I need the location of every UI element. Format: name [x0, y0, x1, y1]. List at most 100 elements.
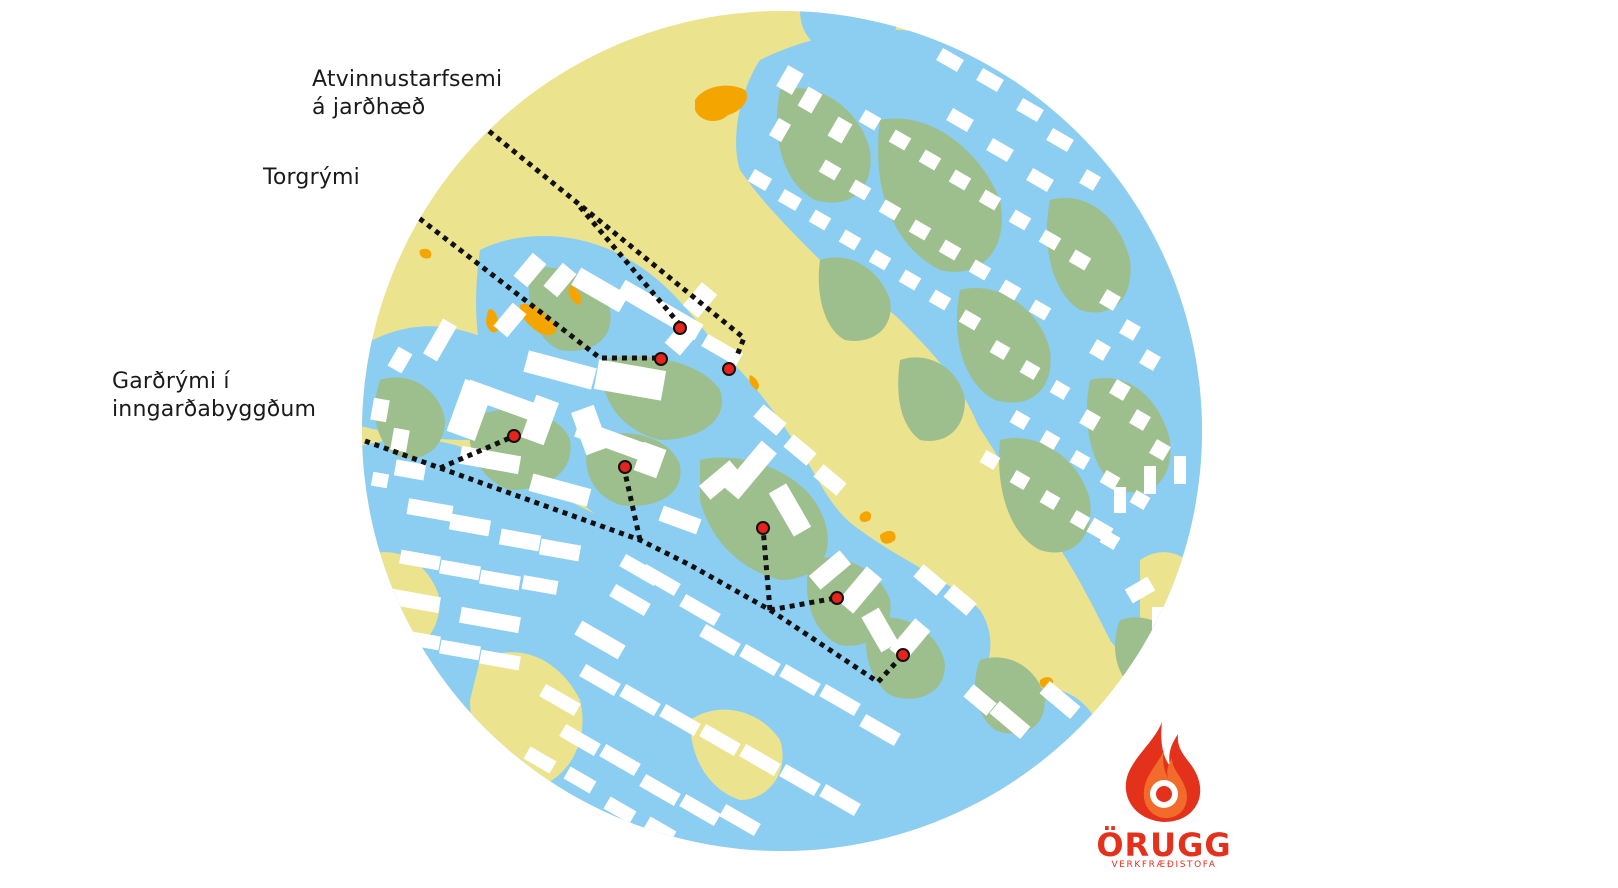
building [393, 459, 427, 481]
building [1089, 339, 1111, 361]
building [1009, 469, 1031, 491]
building [968, 259, 992, 281]
marker-courtyard-4 [830, 591, 844, 605]
building [1039, 489, 1061, 511]
building [808, 550, 852, 590]
building [868, 249, 892, 271]
building [609, 583, 651, 617]
building [538, 538, 582, 562]
leader-courtyard-b4 [769, 595, 837, 613]
building [479, 569, 521, 591]
building [574, 419, 646, 461]
leader-commercial-branch [578, 205, 683, 328]
building [521, 575, 559, 595]
building [513, 252, 547, 288]
building [779, 663, 821, 697]
building [559, 723, 601, 757]
building [1174, 456, 1186, 484]
building [479, 649, 521, 671]
building [776, 65, 804, 95]
building [777, 188, 803, 212]
building [943, 584, 977, 616]
leader-lines [362, 104, 904, 686]
building [719, 803, 761, 837]
building [819, 683, 861, 717]
building [1124, 576, 1156, 604]
leader-courtyard-b2 [621, 467, 643, 541]
building [639, 773, 681, 807]
building [1152, 607, 1168, 633]
building [723, 440, 777, 500]
building [747, 168, 773, 192]
building [387, 346, 413, 374]
building [1049, 379, 1071, 401]
building [1149, 439, 1171, 461]
building [574, 620, 626, 660]
building [808, 209, 832, 231]
label-courtyard-line-2: inngarðabyggðum [112, 397, 317, 422]
building [1069, 509, 1091, 531]
leader-commercial [456, 104, 748, 359]
marker-courtyard-1 [507, 429, 521, 443]
leader-courtyard-b3 [760, 527, 773, 611]
building [539, 683, 581, 717]
building [989, 701, 1031, 739]
buildings [370, 47, 1186, 844]
building [458, 445, 522, 475]
building [1008, 209, 1032, 231]
building [978, 189, 1002, 211]
building [459, 606, 521, 634]
leader-courtyard-b1 [439, 434, 513, 471]
logo-subtitle: VERKFRÆÐISTOFA [1111, 860, 1217, 870]
building [1079, 169, 1101, 191]
building [464, 379, 536, 421]
building [1046, 127, 1074, 153]
marker-commercial-2 [722, 362, 736, 376]
marker-courtyard-3 [756, 521, 770, 535]
building [498, 528, 542, 552]
building [1069, 449, 1091, 471]
building [1119, 319, 1141, 341]
building [878, 199, 902, 221]
building [848, 179, 872, 201]
building [908, 219, 932, 241]
label-courtyard-space: Garðrými í inngarðabyggðum [112, 368, 316, 424]
building [753, 404, 787, 436]
logo-wordmark: ÖRUGG [1096, 826, 1232, 864]
leader-square [378, 186, 660, 361]
building [779, 763, 821, 797]
building [958, 309, 982, 331]
building [1039, 681, 1081, 719]
label-commercial-ground-floor: Atvinnustarfsemi á jarðhæð [312, 66, 502, 122]
building [813, 464, 847, 496]
building [989, 339, 1011, 361]
building [563, 766, 597, 794]
building [619, 553, 661, 587]
building [698, 460, 742, 500]
flame-icon [1125, 722, 1201, 822]
building [633, 441, 667, 479]
building [603, 796, 637, 824]
building [1139, 349, 1161, 371]
building [1086, 517, 1114, 543]
building [658, 505, 702, 535]
building [819, 783, 861, 817]
building [664, 324, 696, 356]
building [858, 109, 882, 131]
label-commercial-line-2: á jarðhæð [312, 95, 426, 120]
building [593, 359, 667, 401]
building [783, 434, 817, 466]
shadow-zone-upper-right [800, 11, 900, 56]
label-courtyard-line-1: Garðrými í [112, 369, 230, 394]
building [1144, 466, 1156, 494]
building [1079, 409, 1101, 431]
building [936, 47, 964, 73]
building [797, 86, 823, 114]
building [390, 427, 410, 453]
marker-square [654, 352, 668, 366]
building [619, 683, 661, 717]
building [701, 333, 743, 367]
building [938, 239, 962, 261]
